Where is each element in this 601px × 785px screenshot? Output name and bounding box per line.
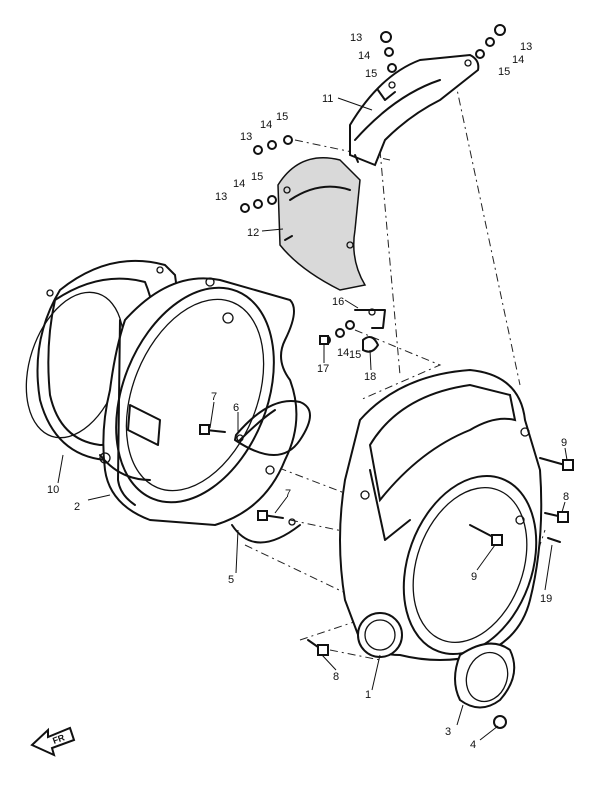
pin-19 [547, 537, 561, 543]
callout-17: 17 [317, 363, 329, 375]
callout-14b: 14 [512, 54, 524, 66]
front-direction-arrow: FR [30, 726, 76, 757]
screw-8-lower [307, 639, 329, 656]
screw-17 [319, 335, 329, 345]
callout-10: 10 [47, 484, 59, 496]
callout-7b: 7 [285, 488, 291, 500]
callout-14a: 14 [358, 50, 370, 62]
callout-14e: 14 [337, 347, 349, 359]
part-2-fan-housing [99, 277, 298, 527]
callout-14d: 14 [233, 178, 245, 190]
callout-15d: 15 [251, 171, 263, 183]
callout-9b: 9 [471, 571, 477, 583]
callout-16: 16 [332, 296, 344, 308]
callout-1: 1 [365, 689, 371, 701]
callout-13d: 13 [215, 191, 227, 203]
callout-15c: 15 [276, 111, 288, 123]
callout-7a: 7 [211, 391, 217, 403]
callout-13c: 13 [240, 131, 252, 143]
callout-15b: 15 [498, 66, 510, 78]
callout-13b: 13 [520, 41, 532, 53]
callout-15a: 15 [365, 68, 377, 80]
callout-4: 4 [470, 739, 476, 751]
callout-6: 6 [233, 402, 239, 414]
leader-lines [57, 97, 568, 741]
callout-2: 2 [74, 501, 80, 513]
screw-6-7-group [199, 424, 284, 521]
callout-15e: 15 [349, 349, 361, 361]
callout-18: 18 [364, 371, 376, 383]
callout-3: 3 [445, 726, 451, 738]
part-12-side-shroud [277, 157, 367, 291]
screw-4 [493, 715, 507, 729]
part-11-top-shroud [349, 53, 480, 167]
front-arrow-label: FR [51, 732, 66, 746]
part-5-retaining-band [231, 400, 311, 544]
part-16-bracket [354, 308, 386, 329]
part-3-round-cover [454, 642, 516, 709]
screw-9-center [469, 524, 503, 546]
part-18-clip [362, 335, 380, 353]
callout-5: 5 [228, 574, 234, 586]
callout-19: 19 [540, 593, 552, 605]
fastener-stack-top [380, 24, 506, 73]
callout-9a: 9 [561, 437, 567, 449]
screw-8-right [544, 511, 569, 523]
callout-12: 12 [247, 227, 259, 239]
callout-14c: 14 [260, 119, 272, 131]
callout-13a: 13 [350, 32, 362, 44]
callout-11: 11 [322, 93, 333, 105]
screw-9-right [539, 457, 574, 471]
callout-8b: 8 [563, 491, 569, 503]
housing-upper-bracket [368, 383, 517, 503]
callout-labels: 1 2 3 4 5 6 7 7 8 8 9 9 10 11 12 13 13 1… [47, 32, 569, 751]
callout-8a: 8 [333, 671, 339, 683]
